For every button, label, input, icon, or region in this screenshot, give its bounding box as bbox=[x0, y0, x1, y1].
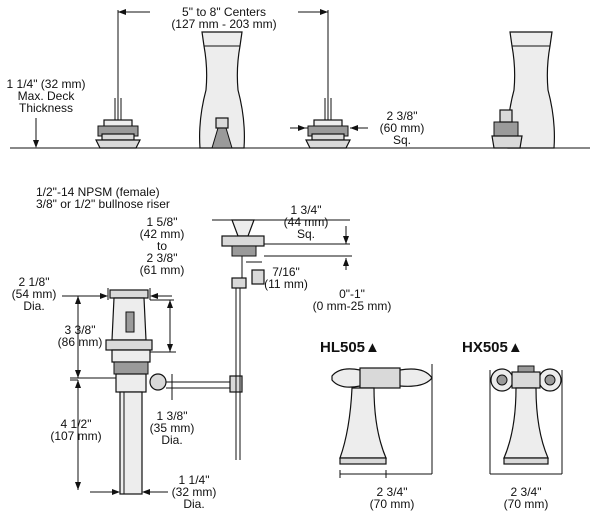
hl505-label: HL505▲ bbox=[320, 339, 380, 356]
hl505-dim-1: 2 3/4" bbox=[377, 485, 408, 499]
h107-text-1: 4 1/2" bbox=[61, 417, 92, 431]
h42-text-5: (61 mm) bbox=[140, 263, 185, 277]
valve-side-view: 1 3/4" (44 mm) Sq. 7/16" (11 mm) 0"-1" (… bbox=[212, 203, 391, 313]
h86-text-1: 3 3/8" bbox=[65, 323, 96, 337]
sq44-text-2: (44 mm) bbox=[284, 215, 329, 229]
sq60-text-1: 2 3/8" bbox=[387, 109, 418, 123]
dia35-text-1: 1 3/8" bbox=[157, 409, 188, 423]
hx505-handle: HX505▲ 2 3/4" (70 mm) bbox=[462, 339, 563, 511]
dia54-text-1: 2 1/8" bbox=[19, 275, 50, 289]
dim025-text-2: (0 mm-25 mm) bbox=[313, 299, 392, 313]
centers-text-2: (127 mm - 203 mm) bbox=[171, 17, 276, 31]
dia32-text-3: Dia. bbox=[183, 497, 204, 511]
dia54-text-3: Dia. bbox=[23, 299, 44, 313]
h42-text-2: (42 mm) bbox=[140, 227, 185, 241]
h107-text-2: (107 mm) bbox=[50, 429, 101, 443]
deck-text-1: 1 1/4" (32 mm) bbox=[7, 77, 86, 91]
right-spout bbox=[491, 31, 555, 149]
hl505-dim-2: (70 mm) bbox=[370, 497, 415, 511]
dia35-text-2: (35 mm) bbox=[150, 421, 195, 435]
arrow-right bbox=[320, 9, 328, 15]
deck-text-2: Max. Deck bbox=[18, 89, 76, 103]
deck-text-3: Thickness bbox=[19, 101, 73, 115]
h86-text-2: (86 mm) bbox=[58, 335, 103, 349]
h42-text-1: 1 5/8" bbox=[147, 215, 178, 229]
centers-text-1: 5" to 8" Centers bbox=[182, 5, 266, 19]
left-valve bbox=[95, 98, 141, 149]
npsm-text-2: 3/8" or 1/2" bullnose riser bbox=[36, 197, 170, 211]
hl505-handle: HL505▲ 2 3/4" (70 mm) bbox=[320, 339, 433, 511]
dim11-text-1: 7/16" bbox=[272, 265, 300, 279]
sq44-text-3: Sq. bbox=[297, 227, 315, 241]
drain-assembly: 1/2"-14 NPSM (female) 3/8" or 1/2" bulln… bbox=[12, 185, 247, 511]
hx505-dim-2: (70 mm) bbox=[504, 497, 549, 511]
arrow-left bbox=[118, 9, 126, 15]
dim11-text-2: (11 mm) bbox=[264, 277, 308, 291]
sq60-text-3: Sq. bbox=[393, 133, 411, 147]
hx505-label: HX505▲ bbox=[462, 339, 523, 356]
npsm-text-1: 1/2"-14 NPSM (female) bbox=[36, 185, 160, 199]
h42-text-3: to bbox=[157, 239, 167, 253]
spout bbox=[199, 31, 245, 149]
dia35-text-3: Dia. bbox=[161, 433, 182, 447]
h42-text-4: 2 3/8" bbox=[147, 251, 178, 265]
hx505-dim-1: 2 3/4" bbox=[511, 485, 542, 499]
deck-arrow-head bbox=[33, 140, 39, 148]
sq44-text-1: 1 3/4" bbox=[291, 203, 322, 217]
sq60-text-2: (60 mm) bbox=[380, 121, 425, 135]
dim025-text-1: 0"-1" bbox=[339, 287, 365, 301]
dia32-text-1: 1 1/4" bbox=[179, 473, 210, 487]
top-elevation: 5" to 8" Centers (127 mm - 203 mm) 1 1/4… bbox=[7, 4, 590, 149]
right-valve bbox=[305, 98, 351, 149]
dia54-text-2: (54 mm) bbox=[12, 287, 57, 301]
dia32-text-2: (32 mm) bbox=[172, 485, 217, 499]
